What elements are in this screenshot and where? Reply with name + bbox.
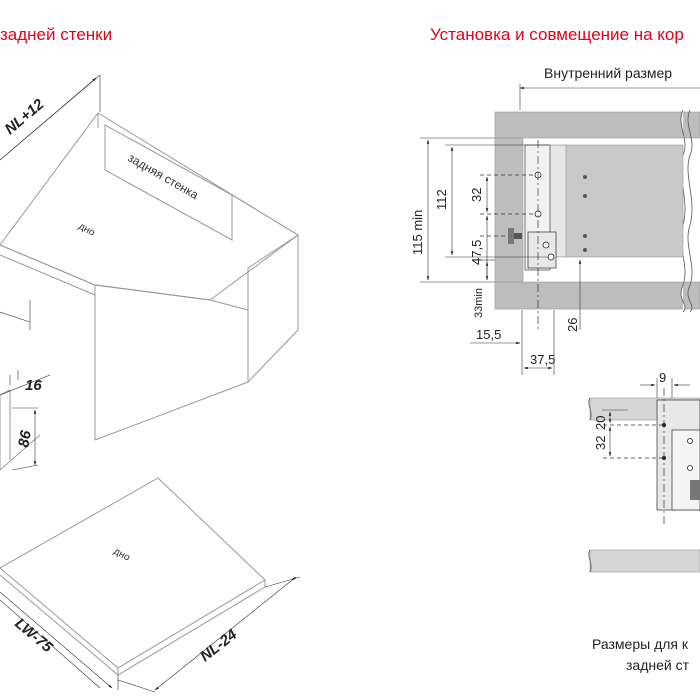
cabinet-section <box>494 109 700 330</box>
left-title: задней стенки <box>0 25 112 44</box>
dim-nl-plus-12: NL+12 <box>0 74 101 161</box>
dim-115-min-label: 115 min <box>410 210 425 255</box>
bottom-label: дно <box>77 221 97 239</box>
dim-112: 112 <box>434 144 548 258</box>
inner-size-label: Внутренний размер <box>544 65 672 81</box>
dim-33-min: 33min <box>473 259 495 318</box>
dim-112-label: 112 <box>434 189 449 210</box>
dim-nl-plus-12-label: NL+12 <box>2 95 48 138</box>
dim-115-min: 115 min <box>410 137 495 283</box>
dim-9: 9 <box>640 370 690 398</box>
dim-37-5-label: 37,5 <box>530 352 555 367</box>
caption-line-1: Размеры для к <box>592 636 689 652</box>
dim-26: 26 <box>565 259 582 332</box>
dim-20-label: 20 <box>593 416 608 430</box>
right-title: Установка и совмещение на кор <box>430 25 684 44</box>
dim-33-min-label: 33min <box>473 288 485 318</box>
dim-9-label: 9 <box>659 370 666 385</box>
dim-20-32: 20 32 <box>593 409 628 457</box>
bottom-panel-drawing: дно LW-75 NL-24 <box>0 477 301 693</box>
back-wall-detail <box>588 388 700 573</box>
dim-15-5-label: 15,5 <box>476 327 501 342</box>
left-edge-dim-line <box>0 311 31 323</box>
dim-26-label: 26 <box>565 318 580 332</box>
dim-16-label: 16 <box>25 377 42 394</box>
dim-47-5-label: 47,5 <box>469 240 484 265</box>
dim-86-label: 86 <box>15 429 35 449</box>
dim-nl-24-label: NL-24 <box>197 626 241 665</box>
back-wall-label: задняя стенка <box>126 150 202 202</box>
drawer-box-drawing <box>0 112 299 441</box>
dim-inner-size: Внутренний размер <box>519 62 700 110</box>
dim-32: 32 <box>469 174 536 215</box>
back-wall-fragment: 16 86 <box>0 370 51 471</box>
dim-32-label: 32 <box>469 188 484 202</box>
dim-37-5: 37,5 <box>523 310 555 375</box>
dim-15-5: 15,5 <box>470 310 523 375</box>
panel-bottom-label: дно <box>112 546 132 564</box>
caption-line-2: задней ст <box>626 657 690 673</box>
dim-32b-label: 32 <box>593 436 608 450</box>
